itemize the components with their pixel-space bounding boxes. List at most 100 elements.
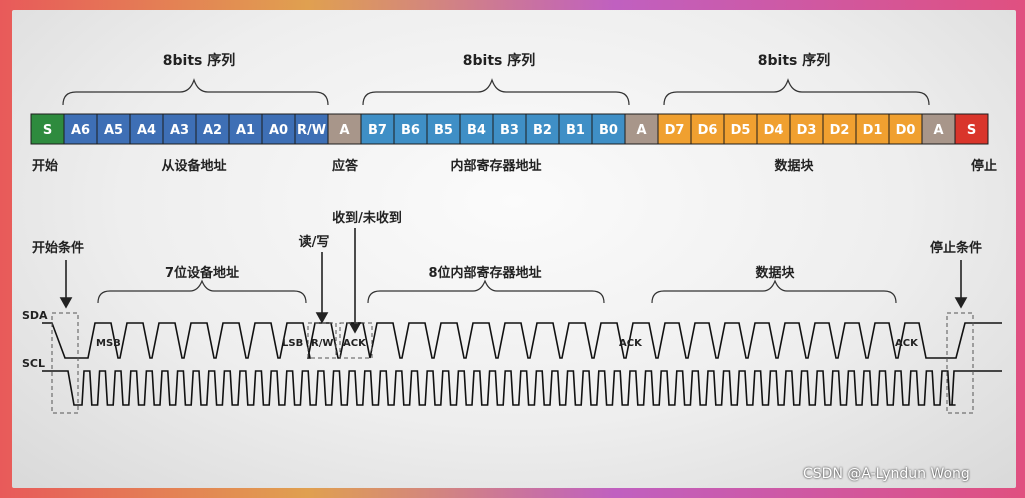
frame-cell-stop <box>954 113 989 145</box>
frame-cell-label: D6 <box>698 123 718 138</box>
frame-cell-data <box>855 113 890 145</box>
brace-address <box>62 78 329 106</box>
frame-braces <box>62 78 930 106</box>
brace-8bit-register <box>367 279 605 304</box>
arrow-start-icon <box>59 297 73 309</box>
frame-cell-register <box>492 113 527 145</box>
brace-7bit-address <box>97 279 307 304</box>
frame-cell-label: B0 <box>599 123 618 138</box>
caption-start: 开始 <box>32 158 58 174</box>
frame-cell-label: A2 <box>203 123 222 138</box>
frame-cell-label: A6 <box>71 123 90 138</box>
brace-label-data: 8bits 序列 <box>758 52 830 69</box>
frame-cell-address <box>63 113 98 145</box>
frame-cell-label: A <box>636 123 646 138</box>
frame-cell-label: D7 <box>665 123 685 138</box>
frame-cell-label: D0 <box>896 123 916 138</box>
label-stop-condition: 停止条件 <box>930 240 982 256</box>
start-condition-box <box>51 312 79 414</box>
caption-register-address: 内部寄存器地址 <box>450 158 541 174</box>
frame-cell-label: D2 <box>830 123 850 138</box>
frame-cell-ack <box>327 113 362 145</box>
arrow-rw-icon <box>315 312 329 324</box>
frame-cell-label: A0 <box>269 123 288 138</box>
frame-cell-start <box>30 113 65 145</box>
frame-cell-register <box>525 113 560 145</box>
frame-cell-register <box>393 113 428 145</box>
frame-cell-label: R/W <box>297 123 326 138</box>
timing-braces <box>97 279 897 304</box>
label-data-group: 数据块 <box>755 265 795 281</box>
frame-cell-address <box>162 113 197 145</box>
arrow-stop-icon <box>954 297 968 309</box>
frame-cell-label: A <box>339 123 349 138</box>
frame-cell-label: B5 <box>434 123 453 138</box>
sda-waveform <box>42 322 1002 359</box>
frame-cell-address <box>294 113 329 145</box>
timing-arrows <box>59 228 968 334</box>
frame-cell-label: B1 <box>566 123 585 138</box>
bit-label-lsb: LSB <box>282 338 303 349</box>
scl-waveform <box>42 370 1002 406</box>
frame-cell-data <box>690 113 725 145</box>
frame-cell-data <box>756 113 791 145</box>
bit-label-ack-2: ACK <box>619 338 643 349</box>
frame-cell-label: D1 <box>863 123 883 138</box>
bit-label-rw: R/W <box>311 338 333 349</box>
label-register-group: 8位内部寄存器地址 <box>428 265 541 281</box>
caption-ack: 应答 <box>332 158 359 174</box>
bit-label-msb: MSB <box>96 338 121 349</box>
rw-bit-box <box>307 322 337 359</box>
frame-cell-address <box>96 113 131 145</box>
signal-label-scl: SCL <box>22 357 45 370</box>
caption-stop: 停止 <box>971 158 997 174</box>
frame-cell-label: S <box>43 123 52 138</box>
frame-cell-label: B6 <box>401 123 420 138</box>
frame-cell-register <box>459 113 494 145</box>
frame-cell-label: A4 <box>137 123 156 138</box>
frame-cell-label: B4 <box>467 123 486 138</box>
label-ack-received: 收到/未收到 <box>332 210 402 226</box>
brace-register <box>362 78 630 106</box>
frame-cell-label: D4 <box>764 123 784 138</box>
frame-cell-address <box>129 113 164 145</box>
frame-cell-label: A3 <box>170 123 189 138</box>
caption-data-block: 数据块 <box>774 158 814 174</box>
frame-cell-register <box>558 113 593 145</box>
brace-data <box>663 78 930 106</box>
label-address-group: 7位设备地址 <box>165 265 239 281</box>
label-start-condition: 开始条件 <box>32 240 84 256</box>
frame-cell-address <box>195 113 230 145</box>
brace-label-register: 8bits 序列 <box>463 52 535 69</box>
brace-label-address: 8bits 序列 <box>163 52 235 69</box>
caption-slave-address: 从设备地址 <box>161 158 226 174</box>
label-read-write: 读/写 <box>299 234 330 250</box>
frame-bit-cells: S A6 A5 A4 A3 A2 A1 A0 R/W A B7 B6 B5 B4 B3 B2 B1 B0 A D7 D6… <box>30 113 989 145</box>
frame-cell-label: A1 <box>236 123 255 138</box>
brace-data-block <box>651 279 897 304</box>
frame-cell-label: A <box>933 123 943 138</box>
frame-cell-label: B7 <box>368 123 387 138</box>
frame-cell-data <box>822 113 857 145</box>
dashed-markers <box>51 312 974 414</box>
frame-cell-ack <box>624 113 659 145</box>
bit-label-ack-1: ACK <box>343 338 367 349</box>
frame-cell-register <box>426 113 461 145</box>
frame-cell-address <box>261 113 296 145</box>
signal-label-sda: SDA <box>22 309 48 322</box>
arrow-ack-icon <box>348 322 362 334</box>
stop-condition-box <box>946 312 974 414</box>
frame-cell-label: B3 <box>500 123 519 138</box>
frame-cell-register <box>360 113 395 145</box>
watermark: CSDN @A-Lyndun Wong <box>803 466 970 482</box>
frame-cell-register <box>591 113 626 145</box>
bit-label-ack-3: ACK <box>895 338 919 349</box>
frame-cell-label: D3 <box>797 123 817 138</box>
frame-cell-data <box>723 113 758 145</box>
frame-cell-label: B2 <box>533 123 552 138</box>
frame-cell-label: S <box>967 123 976 138</box>
frame-cell-label: A5 <box>104 123 123 138</box>
frame-cell-label: D5 <box>731 123 751 138</box>
